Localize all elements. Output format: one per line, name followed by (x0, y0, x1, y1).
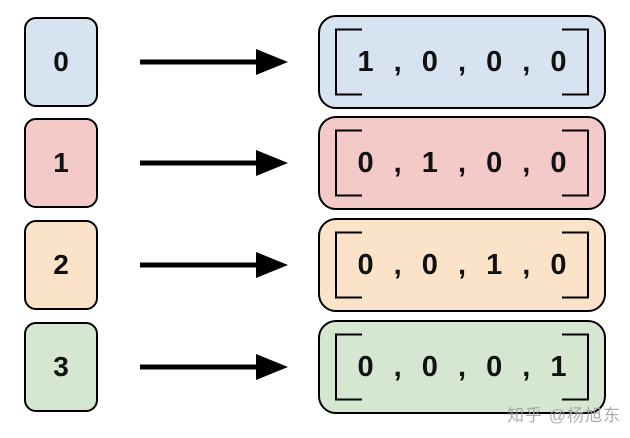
category-box-0: 0 (24, 17, 98, 107)
encoding-row-2: 2 0 , 0 , 1 , 0 (0, 218, 630, 312)
open-bracket-icon (335, 28, 362, 96)
close-bracket-icon (562, 231, 589, 299)
category-label-2: 2 (53, 249, 69, 280)
category-box-1: 1 (24, 118, 98, 208)
onehot-vector-text-0: 1 , 0 , 0 , 0 (357, 45, 567, 78)
close-bracket-icon (562, 333, 589, 401)
right-arrow-icon (140, 150, 288, 176)
category-box-3: 3 (24, 322, 98, 412)
onehot-vector-text-3: 0 , 0 , 0 , 1 (357, 350, 567, 383)
zhihu-watermark: 知乎 @杨旭东 (507, 406, 621, 425)
onehot-vector-box-3: 0 , 0 , 0 , 1 (318, 320, 606, 414)
encoding-row-0: 0 1 , 0 , 0 , 0 (0, 15, 630, 109)
onehot-vector-box-1: 0 , 1 , 0 , 0 (318, 116, 606, 210)
open-bracket-icon (335, 333, 362, 401)
right-arrow-icon (140, 252, 288, 278)
encoding-row-1: 1 0 , 1 , 0 , 0 (0, 116, 630, 210)
close-bracket-icon (562, 28, 589, 96)
onehot-vector-box-0: 1 , 0 , 0 , 0 (318, 15, 606, 109)
open-bracket-icon (335, 129, 362, 197)
onehot-vector-box-2: 0 , 0 , 1 , 0 (318, 218, 606, 312)
onehot-vector-text-1: 0 , 1 , 0 , 0 (357, 146, 567, 179)
encoding-row-3: 3 0 , 0 , 0 , 1 (0, 320, 630, 414)
close-bracket-icon (562, 129, 589, 197)
onehot-vector-text-2: 0 , 0 , 1 , 0 (357, 248, 567, 281)
category-label-3: 3 (53, 351, 69, 382)
category-label-1: 1 (53, 147, 69, 178)
category-box-2: 2 (24, 220, 98, 310)
open-bracket-icon (335, 231, 362, 299)
right-arrow-icon (140, 49, 288, 75)
right-arrow-icon (140, 354, 288, 380)
category-label-0: 0 (53, 46, 69, 77)
